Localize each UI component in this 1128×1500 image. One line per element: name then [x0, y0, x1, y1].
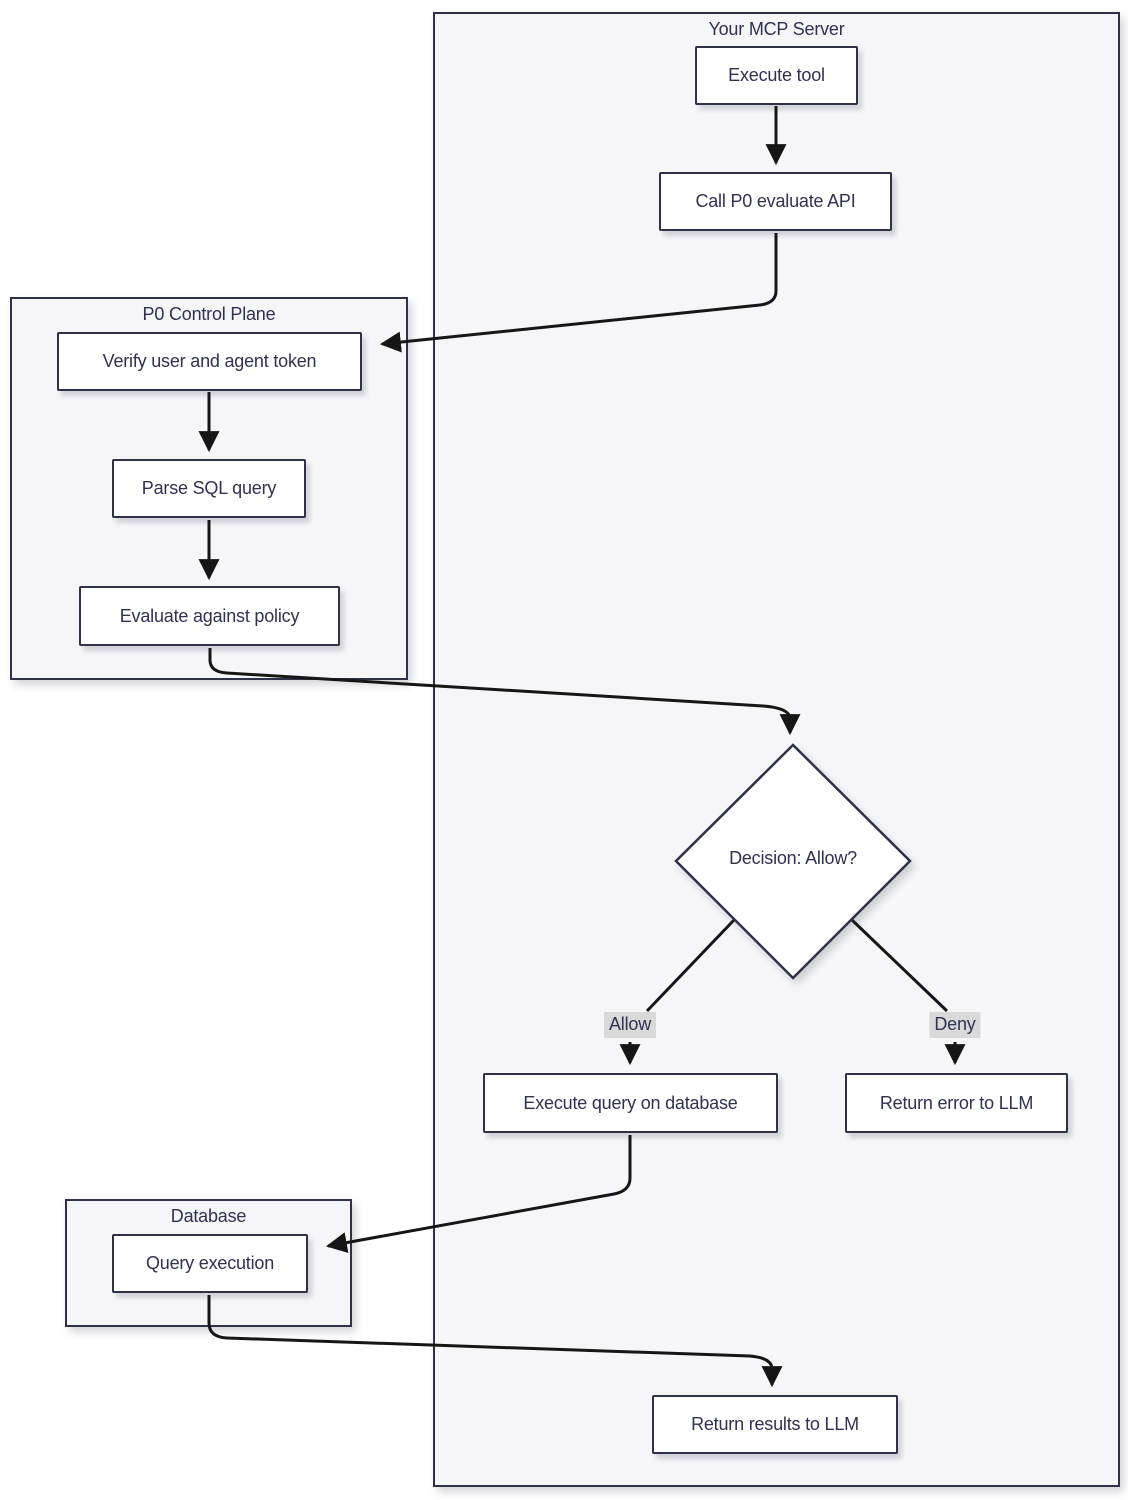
node-query-execution: Query execution	[112, 1234, 308, 1293]
node-call-p0-evaluate-api-label: Call P0 evaluate API	[695, 191, 856, 211]
node-parse-sql-query: Parse SQL query	[112, 459, 306, 518]
edge-call-api-to-verify-token	[379, 233, 778, 353]
node-verify-user-and-agent-token-label: Verify user and agent token	[102, 351, 317, 371]
node-verify-user-and-agent-token: Verify user and agent token	[57, 332, 362, 391]
node-return-results-to-llm-label: Return results to LLM	[691, 1414, 859, 1434]
node-return-results-to-llm: Return results to LLM	[652, 1395, 898, 1454]
node-return-error-to-llm: Return error to LLM	[845, 1073, 1068, 1133]
node-execute-query-on-database-label: Execute query on database	[523, 1092, 738, 1113]
container-label-your-mcp-server: Your MCP Server	[708, 19, 845, 39]
edge-evaluate-policy-to-decision	[208, 648, 801, 736]
edge-decision-to-deny-label	[850, 918, 949, 1013]
node-call-p0-evaluate-api: Call P0 evaluate API	[659, 172, 892, 231]
edge-label-allow-text: Allow	[608, 1014, 652, 1034]
node-evaluate-against-policy-label: Evaluate against policy	[119, 605, 300, 626]
node-execute-tool: Execute tool	[695, 46, 858, 105]
edge-label-deny-text: Deny	[934, 1014, 976, 1034]
node-parse-sql-query-label: Parse SQL query	[141, 478, 277, 498]
edge-label-allow: Allow	[603, 1012, 657, 1038]
node-query-execution-label: Query execution	[145, 1253, 275, 1273]
node-execute-tool-label: Execute tool	[728, 65, 825, 85]
edge-query-execution-to-return-results	[207, 1295, 783, 1388]
container-label-p0-control-plane: P0 Control Plane	[142, 304, 276, 324]
node-decision-allow-label: Decision: Allow?	[729, 848, 857, 868]
node-evaluate-against-policy: Evaluate against policy	[79, 586, 340, 646]
edge-label-deny: Deny	[929, 1012, 981, 1038]
node-execute-query-on-database: Execute query on database	[483, 1073, 778, 1133]
container-label-database: Database	[170, 1206, 247, 1226]
decision-diamond-shape	[674, 743, 912, 980]
node-decision-allow: Decision: Allow?	[683, 848, 903, 869]
edge-decision-to-allow-label	[645, 918, 736, 1013]
edge-execute-query-to-query-execution	[325, 1135, 632, 1253]
node-return-error-to-llm-label: Return error to LLM	[879, 1092, 1034, 1113]
